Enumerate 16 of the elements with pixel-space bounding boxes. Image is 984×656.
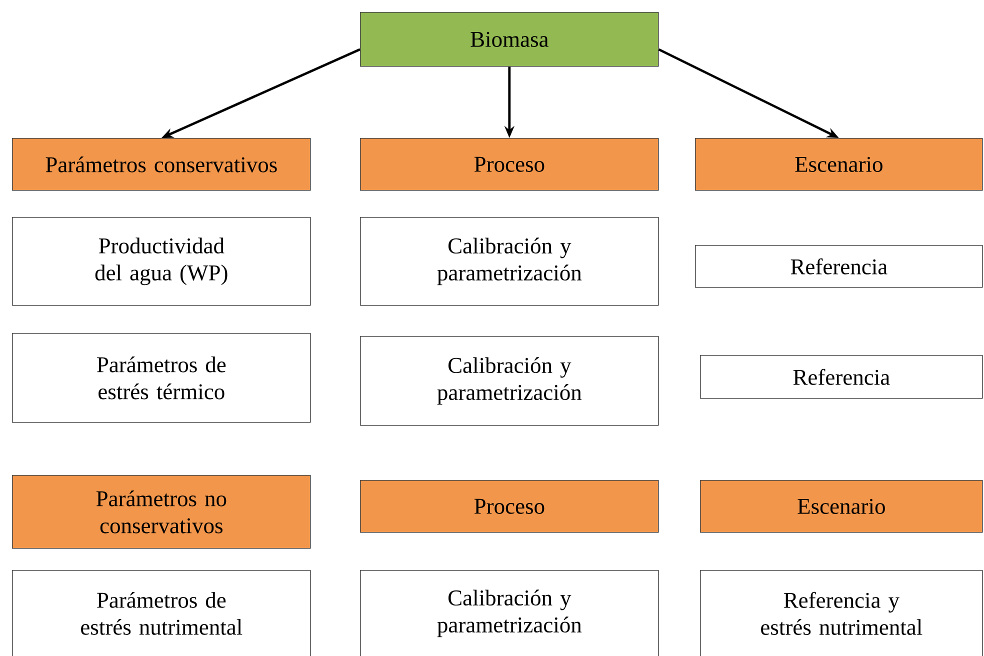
- header-box: Proceso: [360, 480, 659, 533]
- text-box: Parámetros de estrés térmico: [12, 333, 311, 423]
- text-box: Calibración y parametrización: [360, 570, 659, 656]
- text-box: Referencia: [695, 245, 983, 288]
- text-box: Referencia y estrés nutrimental: [700, 570, 983, 656]
- text-box: Productividad del agua (WP): [12, 217, 311, 306]
- header-box: Escenario: [700, 480, 983, 533]
- header-box: Parámetros conservativos: [12, 138, 311, 191]
- header-box: Parámetros no conservativos: [12, 475, 311, 549]
- header-box: Escenario: [695, 138, 983, 191]
- header-box: Proceso: [360, 138, 659, 191]
- text-box: Referencia: [700, 355, 983, 399]
- text-box: Calibración y parametrización: [360, 217, 659, 306]
- title-box: Biomasa: [360, 12, 659, 67]
- text-box: Calibración y parametrización: [360, 336, 659, 426]
- text-box: Parámetros de estrés nutrimental: [12, 570, 311, 656]
